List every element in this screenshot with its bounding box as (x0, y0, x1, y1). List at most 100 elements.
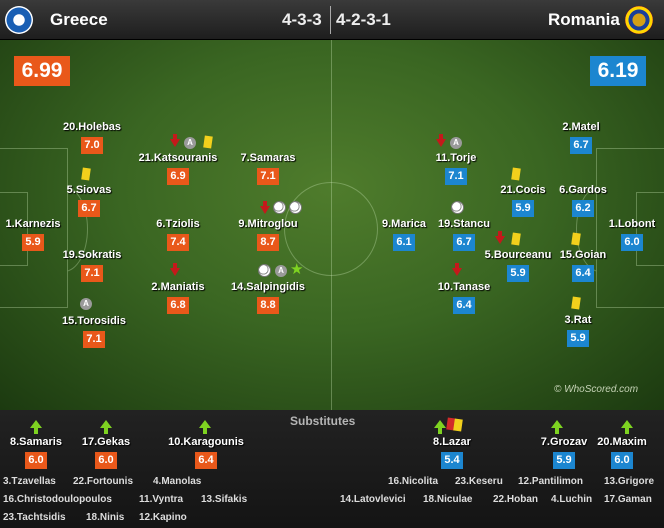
player-name: 20.Maxim (597, 436, 647, 448)
player-rating: 6.0 (611, 452, 633, 469)
assist-icon: A (184, 137, 196, 149)
unused-sub[interactable]: 14.Latovlevici (340, 494, 406, 505)
player-rating: 5.9 (567, 330, 589, 347)
player-rating: 6.7 (78, 200, 100, 217)
man-of-the-match-star-icon: ★ (290, 261, 304, 278)
unused-sub[interactable]: 11.Vyntra (139, 494, 184, 505)
sub-off-arrow-down-icon (436, 134, 446, 147)
goal-ball-icon (273, 201, 286, 214)
player-rating: 6.4 (572, 265, 594, 282)
player-name: 8.Lazar (433, 436, 471, 448)
player-name: 15.Torosidis (62, 315, 126, 327)
sub-off-arrow-down-icon (495, 231, 505, 244)
unused-sub[interactable]: 4.Manolas (153, 476, 202, 487)
player-rating: 6.7 (453, 234, 475, 251)
assist-icon: A (275, 265, 287, 277)
player-rat[interactable]: 3.Rat 5.9 (518, 314, 638, 347)
sub-off-arrow-down-icon (260, 201, 270, 214)
player-maniatis[interactable]: 2.Maniatis 6.8 (118, 281, 238, 314)
unused-sub[interactable]: 4.Luchin (551, 494, 593, 505)
sub-off-arrow-down-icon (170, 134, 180, 147)
player-name: 11.Torje (435, 152, 477, 164)
player-rating: 6.7 (570, 137, 592, 154)
player-name: 6.Gardos (559, 184, 607, 196)
sub-maxim[interactable]: 20.Maxim 6.0 (580, 436, 664, 469)
player-name: 7.Grozav (540, 436, 588, 448)
player-rating: 6.0 (621, 234, 643, 251)
player-name: 2.Maniatis (151, 281, 205, 293)
player-rating: 6.4 (195, 452, 217, 469)
player-name: 15.Goian (559, 249, 607, 261)
player-name: 8.Samaris (10, 436, 62, 448)
goal-ball-icon (451, 201, 464, 214)
away-goal-box (636, 192, 664, 266)
unused-sub[interactable]: 12.Pantilimon (518, 476, 584, 487)
yellow-card-icon (571, 296, 581, 310)
unused-sub[interactable]: 17.Gaman (604, 494, 652, 505)
player-rating: 6.9 (167, 168, 189, 185)
player-goian[interactable]: 15.Goian 6.4 (523, 249, 643, 282)
sub-off-arrow-down-icon (170, 263, 180, 276)
player-stancu[interactable]: 19.Stancu 6.7 (404, 218, 524, 251)
unused-sub[interactable]: 16.Christodoulopoulos (3, 494, 112, 505)
yellow-card-icon (81, 167, 91, 181)
sub-on-arrow-up-icon (100, 420, 112, 434)
home-penalty-box (0, 148, 68, 308)
unused-sub[interactable]: 12.Kapino (139, 512, 187, 523)
player-rating: 6.1 (393, 234, 415, 251)
player-rating: 5.9 (512, 200, 534, 217)
unused-sub[interactable]: 13.Grigore (604, 476, 655, 487)
yellow-card-icon (203, 135, 213, 149)
sub-karagounis[interactable]: 10.Karagounis 6.4 (164, 436, 248, 469)
unused-sub[interactable]: 23.Keseru (455, 476, 503, 487)
player-name: 6.Tziolis (156, 218, 200, 230)
unused-sub[interactable]: 18.Niculae (423, 494, 473, 505)
home-team-name[interactable]: Greece (50, 10, 108, 29)
yellow-card-icon (571, 232, 581, 246)
home-team-rating: 6.99 (14, 56, 70, 86)
sub-on-arrow-up-icon (434, 420, 446, 434)
sub-on-arrow-up-icon (551, 420, 563, 434)
player-name: 20.Holebas (62, 121, 122, 133)
unused-sub[interactable]: 23.Tachtsidis (3, 512, 66, 523)
sub-samaris[interactable]: 8.Samaris 6.0 (0, 436, 78, 469)
unused-sub[interactable]: 22.Fortounis (73, 476, 134, 487)
goal-ball-icon (258, 264, 271, 277)
player-name: 10.Karagounis (168, 436, 244, 448)
unused-sub[interactable]: 22.Hoban (493, 494, 539, 505)
player-name: 19.Stancu (438, 218, 490, 230)
unused-sub[interactable]: 18.Ninis (86, 512, 125, 523)
unused-sub[interactable]: 13.Sifakis (201, 494, 248, 505)
yellow-card-icon (453, 418, 463, 432)
away-team-name[interactable]: Romania (548, 10, 620, 29)
player-rating: 6.8 (167, 297, 189, 314)
yellow-card-icon (511, 167, 521, 181)
unused-sub[interactable]: 3.Tzavellas (3, 476, 56, 487)
player-rating: 6.0 (25, 452, 47, 469)
player-name: 3.Rat (564, 314, 592, 326)
unused-sub[interactable]: 16.Nicolita (388, 476, 439, 487)
away-team-rating: 6.19 (590, 56, 646, 86)
